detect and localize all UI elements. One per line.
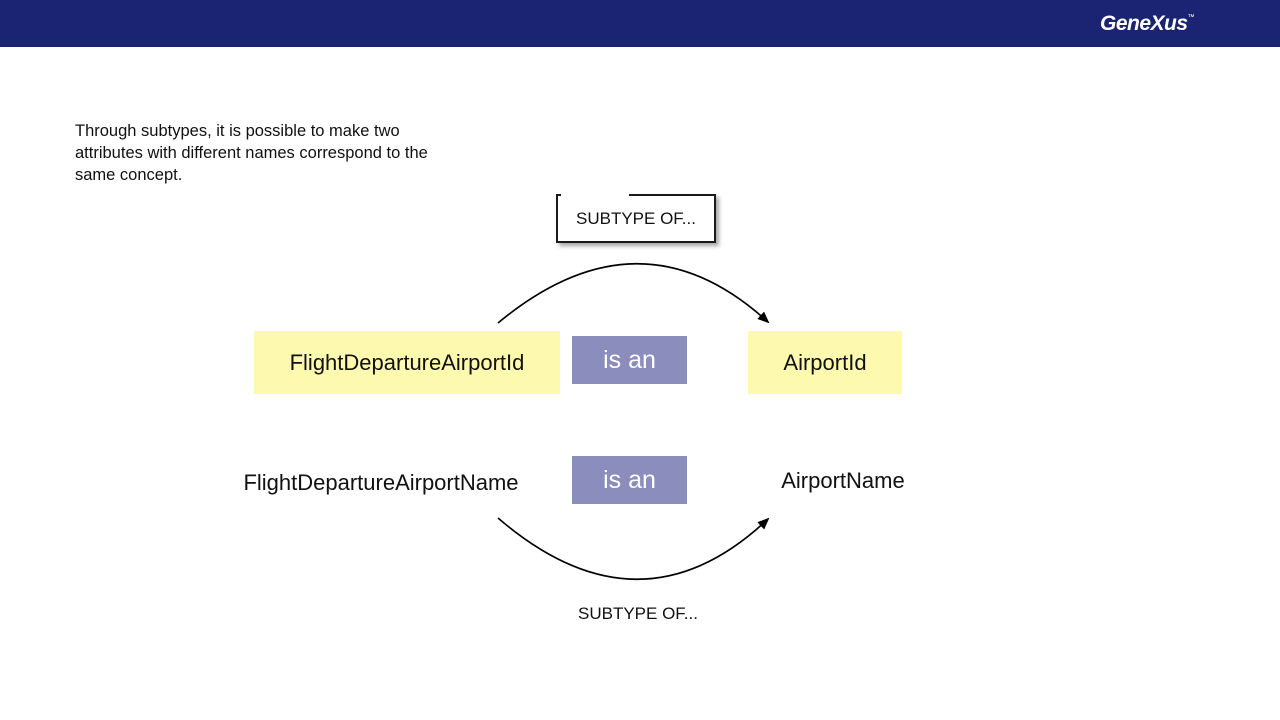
relation-label: is an xyxy=(603,465,656,494)
attribute-label: FlightDepartureAirportName xyxy=(243,470,519,495)
intro-text: Through subtypes, it is possible to make… xyxy=(75,122,428,184)
brand-name: GeneXus xyxy=(1100,12,1188,35)
genexus-logo: GeneXus™ xyxy=(1100,12,1195,36)
subtype-label-top: SUBTYPE OF... xyxy=(556,193,716,243)
trademark-mark: ™ xyxy=(1187,14,1195,21)
subtype-label-top-text: SUBTYPE OF... xyxy=(576,208,696,228)
relation-label: is an xyxy=(603,345,656,374)
attribute-airport-id: AirportId xyxy=(748,331,902,394)
attribute-label: AirportName xyxy=(781,468,905,493)
attribute-airport-name: AirportName xyxy=(760,458,926,504)
arrow-bottom xyxy=(497,517,770,580)
attribute-label: AirportId xyxy=(783,349,867,375)
attribute-label: FlightDepartureAirportId xyxy=(289,349,525,375)
attribute-flight-departure-airport-name: FlightDepartureAirportName xyxy=(216,460,546,506)
relation-box-row1: is an xyxy=(572,336,687,384)
relation-box-row2: is an xyxy=(572,456,687,504)
subtype-label-bottom: SUBTYPE OF... xyxy=(578,604,698,623)
border-gap xyxy=(561,193,629,197)
arrow-top xyxy=(497,263,770,324)
attribute-flight-departure-airport-id: FlightDepartureAirportId xyxy=(254,331,560,394)
header-bar: GeneXus™ xyxy=(0,0,1280,47)
